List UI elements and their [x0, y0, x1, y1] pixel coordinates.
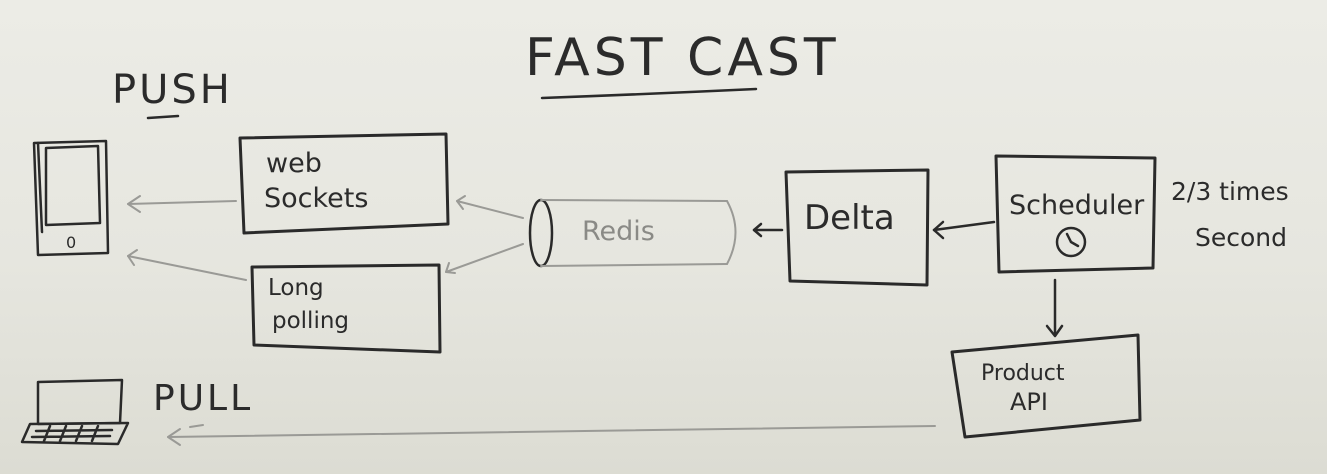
- arrow-scheduler-to-product-api: [1045, 278, 1064, 338]
- web-sockets-label-line2: Sockets: [264, 183, 368, 214]
- diagram-title: FAST CAST: [525, 28, 840, 88]
- pull-label: PULL: [153, 378, 253, 419]
- push-label: PUSH: [112, 67, 233, 113]
- rate-annotation-line2: Second: [1195, 223, 1287, 252]
- laptop-icon: [20, 378, 130, 446]
- long-polling-label-line2: polling: [272, 308, 349, 334]
- clock-icon: [1055, 226, 1087, 258]
- arrow-scheduler-to-delta: [932, 220, 996, 240]
- rate-annotation-line1: 2/3 times: [1171, 177, 1289, 206]
- web-sockets-box: [238, 132, 450, 235]
- phone-icon: [32, 139, 110, 257]
- title-underline: [540, 87, 758, 100]
- push-underline: [146, 114, 180, 120]
- product-api-label-line1: Product: [981, 361, 1065, 386]
- arrow-longpolling-to-phone: [127, 249, 247, 281]
- long-polling-label-line1: Long: [268, 275, 324, 301]
- product-api-box: [950, 333, 1142, 439]
- redis-label: Redis: [582, 216, 655, 247]
- arrow-product-api-to-laptop: [167, 424, 936, 446]
- web-sockets-label-line1: web: [266, 148, 322, 179]
- scheduler-box: [994, 154, 1157, 274]
- long-polling-box: [250, 263, 442, 354]
- scheduler-label: Scheduler: [1009, 190, 1145, 221]
- redis-cylinder: [528, 198, 737, 268]
- arrow-redis-to-websockets: [456, 195, 524, 219]
- arrow-redis-to-longpolling: [445, 243, 524, 274]
- arrow-websockets-to-phone: [127, 195, 237, 213]
- delta-box: [784, 168, 930, 287]
- product-api-label-line2: API: [1010, 388, 1048, 416]
- phone-button-label: 0: [66, 233, 76, 252]
- arrow-delta-to-redis: [752, 222, 784, 238]
- delta-label: Delta: [804, 198, 895, 238]
